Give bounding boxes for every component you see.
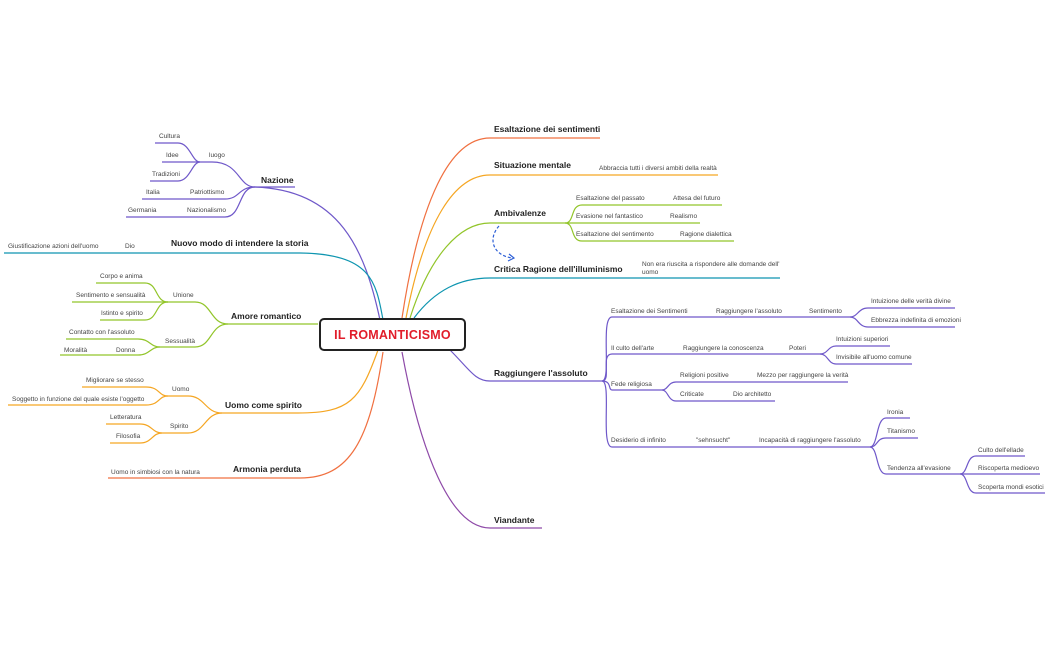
node-sentimento-sensualita[interactable]: Sentimento e sensualità: [76, 292, 146, 299]
node-letteratura[interactable]: Letteratura: [110, 414, 142, 421]
connectors-situazione: [405, 174, 718, 319]
node-intuizione-verita[interactable]: Intuizione delle verità divine: [871, 298, 951, 305]
connectors-uomo-spirito: [8, 349, 379, 444]
node-spirito[interactable]: Spirito: [170, 423, 189, 430]
node-amore[interactable]: Amore romantico: [231, 311, 302, 321]
node-dio[interactable]: Dio: [125, 243, 135, 250]
node-incapacita[interactable]: Incapacità di raggiungere l'assoluto: [759, 437, 861, 444]
connectors-amore: [60, 282, 318, 356]
node-evasione[interactable]: Evasione nel fantastico: [576, 213, 643, 220]
connectors-storia: [4, 252, 384, 321]
connectors-armonia: [108, 351, 384, 479]
connectors-assoluto: [449, 307, 1045, 494]
node-idee[interactable]: Idee: [166, 152, 179, 159]
node-storia[interactable]: Nuovo modo di intendere la storia: [171, 238, 309, 248]
connectors-critica: [413, 277, 780, 319]
node-dio-architetto[interactable]: Dio architetto: [733, 391, 772, 398]
node-assoluto[interactable]: Raggiungere l'assoluto: [494, 368, 588, 378]
node-mezzo[interactable]: Mezzo per raggiungere la verità: [757, 372, 849, 379]
node-nazionalismo[interactable]: Nazionalismo: [187, 207, 227, 214]
node-tradizioni[interactable]: Tradizioni: [152, 171, 180, 178]
connectors-viandante: [401, 351, 542, 529]
node-tendenza[interactable]: Tendenza all'evasione: [887, 465, 951, 472]
node-mondi-esotici[interactable]: Scoperta mondi esotici: [978, 484, 1044, 491]
node-criticate[interactable]: Criticate: [680, 391, 704, 398]
dashed-arrow: [492, 225, 516, 262]
node-uomo-spirito[interactable]: Uomo come spirito: [225, 400, 302, 410]
node-culto-ellade[interactable]: Culto dell'ellade: [978, 447, 1024, 454]
node-sentimento[interactable]: Sentimento: [809, 308, 842, 315]
node-situazione[interactable]: Situazione mentale: [494, 160, 571, 170]
node-ebbrezza[interactable]: Ebbrezza indefinita di emozioni: [871, 317, 961, 324]
connectors-nazione: [126, 142, 381, 321]
node-cultura[interactable]: Cultura: [159, 133, 180, 140]
node-luogo[interactable]: luogo: [209, 152, 225, 159]
node-esalt-sentimento[interactable]: Esaltazione del sentimento: [576, 231, 654, 238]
node-istinto-spirito[interactable]: Istinto e spirito: [101, 310, 143, 317]
node-ragione-dialettica[interactable]: Ragione dialettica: [680, 231, 732, 238]
node-nazione[interactable]: Nazione: [261, 175, 294, 185]
node-donna[interactable]: Donna: [116, 347, 136, 354]
node-patriottismo[interactable]: Patriottismo: [190, 189, 225, 196]
node-poteri[interactable]: Poteri: [789, 345, 806, 352]
node-desiderio[interactable]: Desiderio di infinito: [611, 437, 666, 444]
node-contatto[interactable]: Contatto con l'assoluto: [69, 329, 135, 336]
node-religioni[interactable]: Religioni positive: [680, 372, 729, 379]
node-ragg-assoluto[interactable]: Raggiungere l'assoluto: [716, 308, 782, 315]
node-medioevo[interactable]: Riscoperta medioevo: [978, 465, 1040, 472]
node-ambivalenze[interactable]: Ambivalenze: [494, 208, 546, 218]
node-simbiosi[interactable]: Uomo in simbiosi con la natura: [111, 469, 200, 476]
connectors-ambivalenze: [409, 204, 734, 319]
node-realismo[interactable]: Realismo: [670, 213, 698, 220]
node-giustificazione[interactable]: Giustificazione azioni dell'uomo: [8, 243, 99, 250]
node-culto-arte[interactable]: Il culto dell'arte: [611, 345, 655, 352]
node-esaltazione[interactable]: Esaltazione dei sentimenti: [494, 124, 601, 134]
node-viandante[interactable]: Viandante: [494, 515, 535, 525]
node-passato[interactable]: Esaltazione del passato: [576, 195, 645, 202]
node-migliorare[interactable]: Migliorare se stesso: [86, 377, 144, 384]
node-sessualita[interactable]: Sessualità: [165, 338, 195, 345]
node-moralita[interactable]: Moralità: [64, 347, 88, 354]
connectors-esaltazione: [401, 137, 600, 319]
node-invisibile[interactable]: Invisibile all'uomo comune: [836, 354, 912, 361]
node-non-era[interactable]: Non era riuscita a rispondere alle doman…: [642, 261, 780, 276]
node-soggetto[interactable]: Soggetto in funzione del quale esiste l'…: [12, 396, 145, 403]
node-attesa[interactable]: Attesa del futuro: [673, 195, 721, 202]
node-unione[interactable]: Unione: [173, 292, 194, 299]
node-ragg-conoscenza[interactable]: Raggiungere la conoscenza: [683, 345, 764, 352]
root-node[interactable]: IL ROMANTICISMO: [319, 318, 466, 351]
node-ironia[interactable]: Ironia: [887, 409, 904, 416]
node-abbraccia[interactable]: Abbraccia tutti i diversi ambiti della r…: [599, 165, 717, 172]
node-esalt-sentimenti[interactable]: Esaltazione dei Sentimenti: [611, 308, 688, 315]
node-sehnsucht[interactable]: "sehnsucht": [696, 437, 731, 444]
node-armonia[interactable]: Armonia perduta: [233, 464, 302, 474]
node-germania[interactable]: Germania: [128, 207, 157, 214]
node-fede[interactable]: Fede religiosa: [611, 381, 652, 388]
node-italia[interactable]: Italia: [146, 189, 160, 196]
node-filosofia[interactable]: Filosofia: [116, 433, 141, 440]
node-corpo-anima[interactable]: Corpo e anima: [100, 273, 143, 280]
node-intuizioni-superiori[interactable]: Intuizioni superiori: [836, 336, 889, 343]
node-uomo[interactable]: Uomo: [172, 386, 190, 393]
node-critica[interactable]: Critica Ragione dell'illuminismo: [494, 264, 623, 274]
node-titanismo[interactable]: Titanismo: [887, 428, 915, 435]
